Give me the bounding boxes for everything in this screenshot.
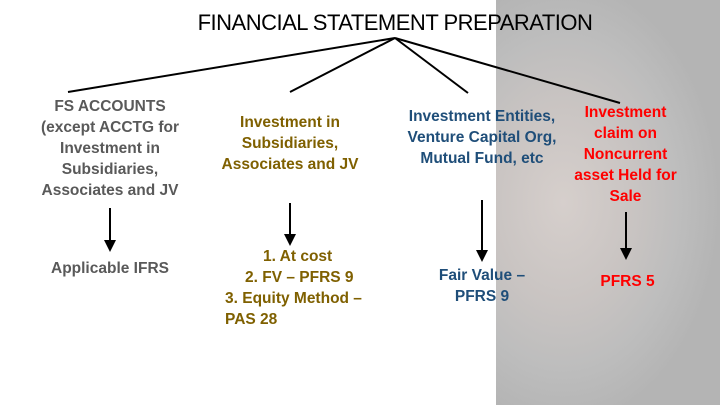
result-pfrs-5: PFRS 5 [600,273,655,290]
branch-line-2 [289,37,396,93]
column-heading-investment-entities: Investment Entities, Venture Capital Org… [407,108,557,167]
branch-line-3 [394,37,469,94]
result-item: 1. At cost [263,248,333,265]
slide-title: FINANCIAL STATEMENT PREPARATION [197,10,593,35]
branch-line-1 [67,37,396,93]
column-heading-held-for-sale: Investment claim on Noncurrent asset Hel… [574,104,677,205]
branch-line-4 [394,37,621,104]
result-fair-value: Fair Value – PFRS 9 [438,267,526,305]
background-photo [496,0,720,405]
result-list: 1. At cost 2. FV – PFRS 9 3. Equity Meth… [225,246,365,330]
column-heading-fs-accounts: FS ACCOUNTS (except ACCTG for Investment… [40,98,180,199]
result-item: 2. FV – PFRS 9 [245,269,354,286]
result-item: 3. Equity Method – PAS 28 [225,290,362,328]
result-applicable-ifrs: Applicable IFRS [51,260,169,277]
column-heading-investment-subsidiaries: Investment in Subsidiaries, Associates a… [221,114,359,173]
